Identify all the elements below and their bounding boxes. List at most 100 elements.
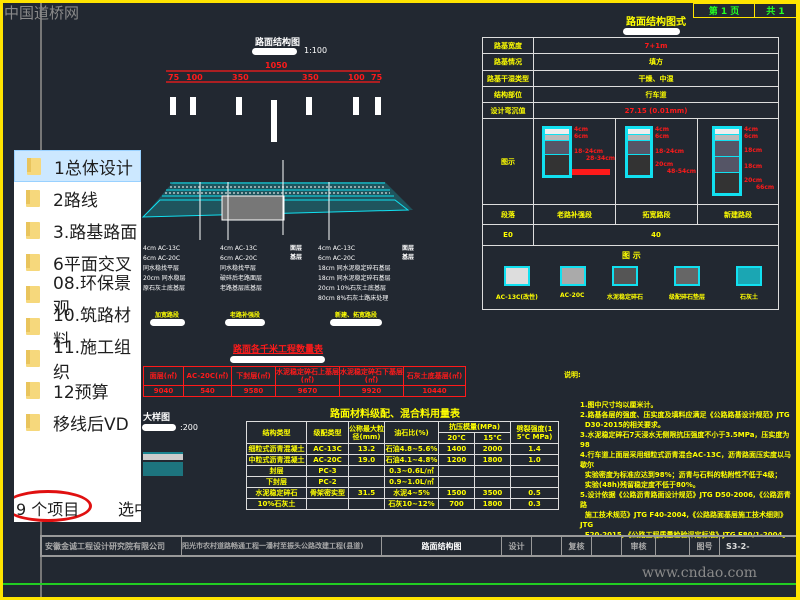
table-cell: AC-13C <box>306 443 349 455</box>
folder-icon <box>26 413 40 431</box>
label-blob <box>150 319 185 326</box>
table-cell: 1.0 <box>510 454 559 466</box>
folder-item[interactable]: 2路线 <box>14 182 141 214</box>
table-cell: 1500 <box>438 487 475 499</box>
folder-label: 3.路基路面 <box>53 222 138 243</box>
table-cell: 2000 <box>474 443 511 455</box>
table-row: 路基干湿类型干燥、中湿 <box>482 70 779 87</box>
table-cell: 封层 <box>246 465 307 477</box>
caption: 新建、拓宽路段 <box>335 312 378 319</box>
label-blob <box>142 424 176 431</box>
table-cell: 细粒式沥青混凝土 <box>246 443 307 455</box>
table-cell: 骨架密实型 <box>306 487 349 499</box>
folder-item[interactable]: 1总体设计 <box>14 150 141 182</box>
table-cell: 27.15 (0.01mm) <box>533 102 779 119</box>
note-line: 1.图中尺寸均以厘米计。 <box>580 401 658 409</box>
dimension-seg: 350 <box>302 73 319 82</box>
table-header: 段落 <box>482 204 534 225</box>
folder-label: 08.环保景观 <box>53 274 132 319</box>
folder-item[interactable]: 3.路基路面 <box>14 214 141 246</box>
table-cell <box>474 465 511 477</box>
drawing-name: 路面结构图 <box>382 537 502 555</box>
table-cell: 老路补强段 <box>533 204 616 225</box>
note-line: 3.水泥稳定碎石7天浸水无侧限抗压强度不小于3.5MPa，压实度为98 <box>580 431 790 449</box>
detail-drawing <box>143 452 183 476</box>
table-cell <box>510 476 559 488</box>
table-cell: 石油4.1~4.8% <box>384 454 439 466</box>
watermark-bottom: www.cndao.com <box>642 565 758 581</box>
layer-label: 20cm 同水稳层 <box>143 275 186 282</box>
layer-label: 18cm 同水泥稳定碎石基层 <box>318 275 391 282</box>
layer-label: 同水稳找平层 <box>220 265 257 272</box>
side-labels: 面层基层 <box>402 244 414 262</box>
folder-item[interactable]: 10.筑路材料 <box>14 306 141 351</box>
table-row: 路基情况填方 <box>482 53 779 71</box>
section-title: 路面结构图 <box>255 38 301 48</box>
table-cell: 3500 <box>474 487 511 499</box>
table-header: 级配类型 <box>306 421 349 444</box>
stack-label: 18-24cm <box>574 148 603 155</box>
table-header: 路基宽度 <box>482 37 534 54</box>
page-number: 第 1 页 <box>708 7 740 17</box>
layer-label: 同水稳找平层 <box>143 265 180 272</box>
caption: 加宽路段 <box>155 312 180 319</box>
table-row: 段落老路补强段拓宽路段新建路段 <box>482 204 779 225</box>
table-cell <box>438 465 475 477</box>
folder-item[interactable]: 12预算 <box>14 374 141 406</box>
folder-icon <box>26 285 40 303</box>
note-line: D30-2015的相关要求。 <box>580 421 665 429</box>
table-cell: 10%石灰土 <box>246 498 307 510</box>
table-cell <box>474 476 511 488</box>
folder-item[interactable]: 移线后VD <box>14 406 141 438</box>
stack-label: 6cm <box>655 133 669 140</box>
dimension-seg: 75 <box>371 73 383 82</box>
table-cell: 水泥稳定碎石 <box>246 487 307 499</box>
label-blob <box>623 28 680 35</box>
folder-item[interactable]: 6平面交叉 <box>14 246 141 278</box>
table-cell: 9580 <box>231 385 276 397</box>
page-total: 共 1 <box>754 4 796 17</box>
check-label: 复核 <box>562 537 592 555</box>
note-line: 4.行车道上面层采用细粒式沥青混合AC-13C，沥青路面压实度以马歇尔 <box>580 451 792 469</box>
table-cell: 31.5 <box>348 487 385 499</box>
stack-label: 6cm <box>574 133 588 140</box>
table-cell: 1800 <box>474 454 511 466</box>
stack-label: 18-24cm <box>655 148 684 155</box>
layer-label: 6cm AC-20C <box>220 255 258 262</box>
folder-label: 6平面交叉 <box>53 254 132 275</box>
table-header: 石灰土底基层(㎡) <box>403 366 466 386</box>
caption: 老路补强段 <box>230 312 261 319</box>
title-block: 安徽金诚工程设计研究院有限公司 阳光市农村道路畅通工程一潘村至振头公路改建工程(… <box>40 535 800 557</box>
dimension-seg: 75 <box>168 73 180 82</box>
notes-title: 说明: <box>564 371 581 379</box>
folder-icon <box>26 253 40 271</box>
layer-label: 4cm AC-13C <box>143 245 181 252</box>
table-cell: 9920 <box>339 385 404 397</box>
legend-label: 级配碎石垫层 <box>669 294 706 301</box>
folder-item[interactable]: 11.施工组织 <box>14 338 141 383</box>
table-header: 路基干湿类型 <box>482 70 534 87</box>
layer-label: 20cm 10%石灰土底基层 <box>318 285 387 292</box>
note-line: 实验(48h)残留稳定度不低于80%。 <box>580 481 700 489</box>
table-cell <box>510 465 559 477</box>
table-header: 抗压模量(MPa) <box>438 421 511 433</box>
stack-label: 4cm <box>744 126 758 133</box>
detail-title: 大样图 <box>143 413 171 423</box>
table-row: 结构部位行车道 <box>482 86 779 103</box>
review-label: 审核 <box>622 537 656 555</box>
layer-label: 6cm AC-20C <box>318 255 356 262</box>
folder-item[interactable]: 08.环保景观 <box>14 274 141 319</box>
side-label: 面层 <box>290 245 303 252</box>
legend-swatch <box>674 266 700 286</box>
table-cell <box>438 476 475 488</box>
table-cell: 1400 <box>438 443 475 455</box>
table-header: 水泥稳定碎石上基层(㎡) <box>275 366 340 386</box>
folder-label: 移线后VD <box>53 414 129 435</box>
dimension-seg: 100 <box>348 73 365 82</box>
legend-swatch <box>736 266 762 286</box>
table-cell: 干燥、中湿 <box>533 70 779 87</box>
